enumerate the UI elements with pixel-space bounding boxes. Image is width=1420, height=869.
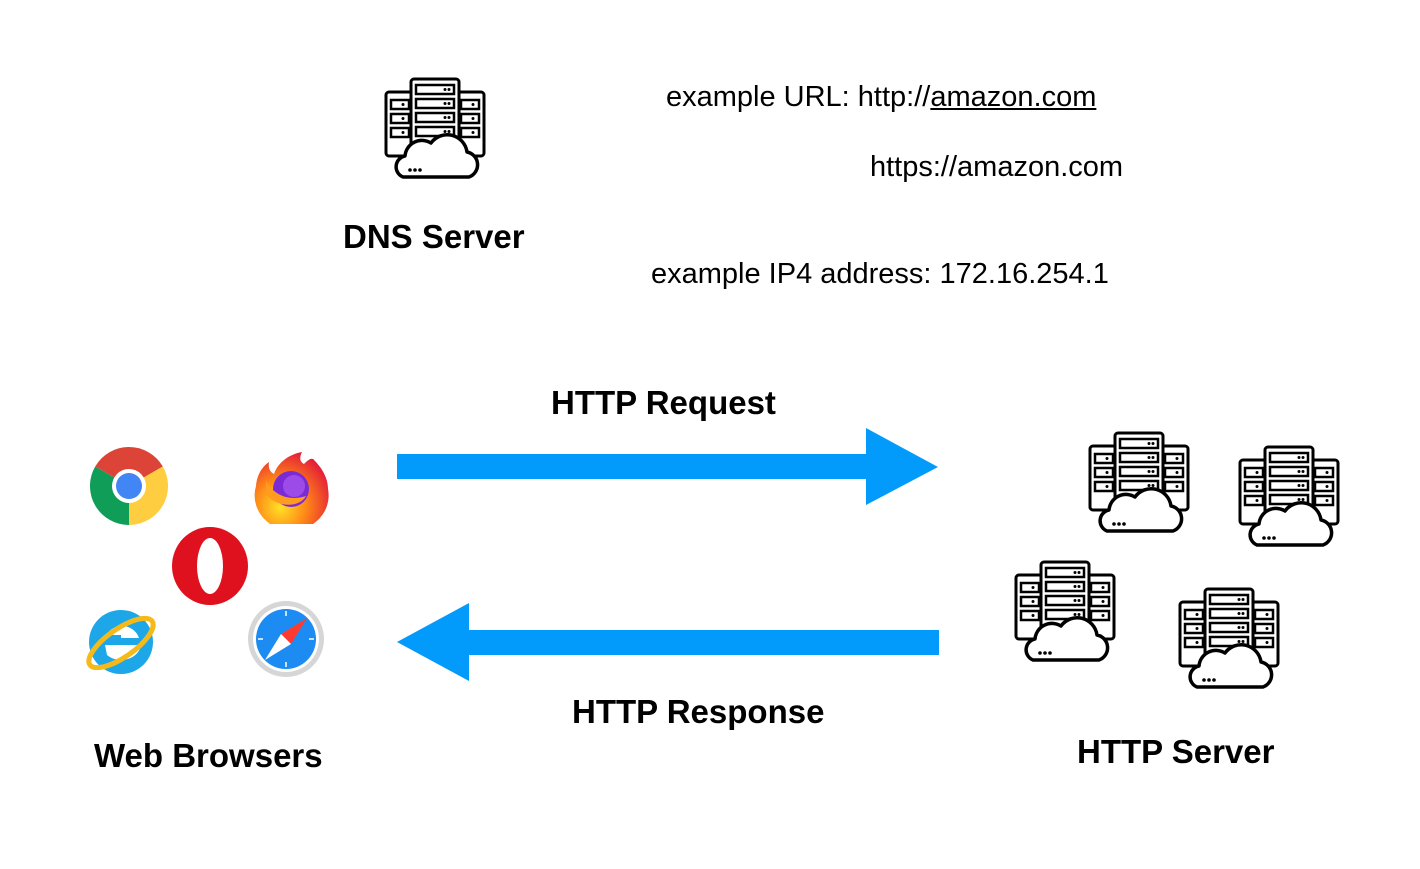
http-server-icon — [1013, 559, 1117, 665]
http-server-label: HTTP Server — [1077, 733, 1275, 770]
ip-address-text: example IP4 address: 172.16.254.1 — [651, 258, 1109, 290]
http-request-label: HTTP Request — [551, 384, 776, 421]
dns-server-icon — [383, 76, 487, 182]
example-url-line: example URL: http://amazon.com — [666, 81, 1096, 114]
https-url-text: https://amazon.com — [870, 151, 1124, 183]
example-url-link[interactable]: amazon.com — [930, 81, 1097, 113]
firefox-icon — [254, 452, 329, 524]
http-server-icon — [1087, 430, 1191, 536]
request-arrow — [397, 428, 938, 505]
response-arrow — [397, 603, 939, 681]
http-response-label: HTTP Response — [572, 693, 825, 730]
safari-icon — [248, 601, 324, 677]
http-server-icon — [1237, 444, 1341, 550]
web-browsers-label: Web Browsers — [94, 737, 323, 774]
example-url-prefix: example URL: http:// — [666, 81, 931, 113]
opera-icon — [172, 527, 248, 605]
chrome-icon — [90, 447, 168, 525]
http-server-icon — [1177, 586, 1281, 692]
dns-server-label: DNS Server — [343, 218, 525, 255]
internet-explorer-icon — [86, 610, 156, 674]
